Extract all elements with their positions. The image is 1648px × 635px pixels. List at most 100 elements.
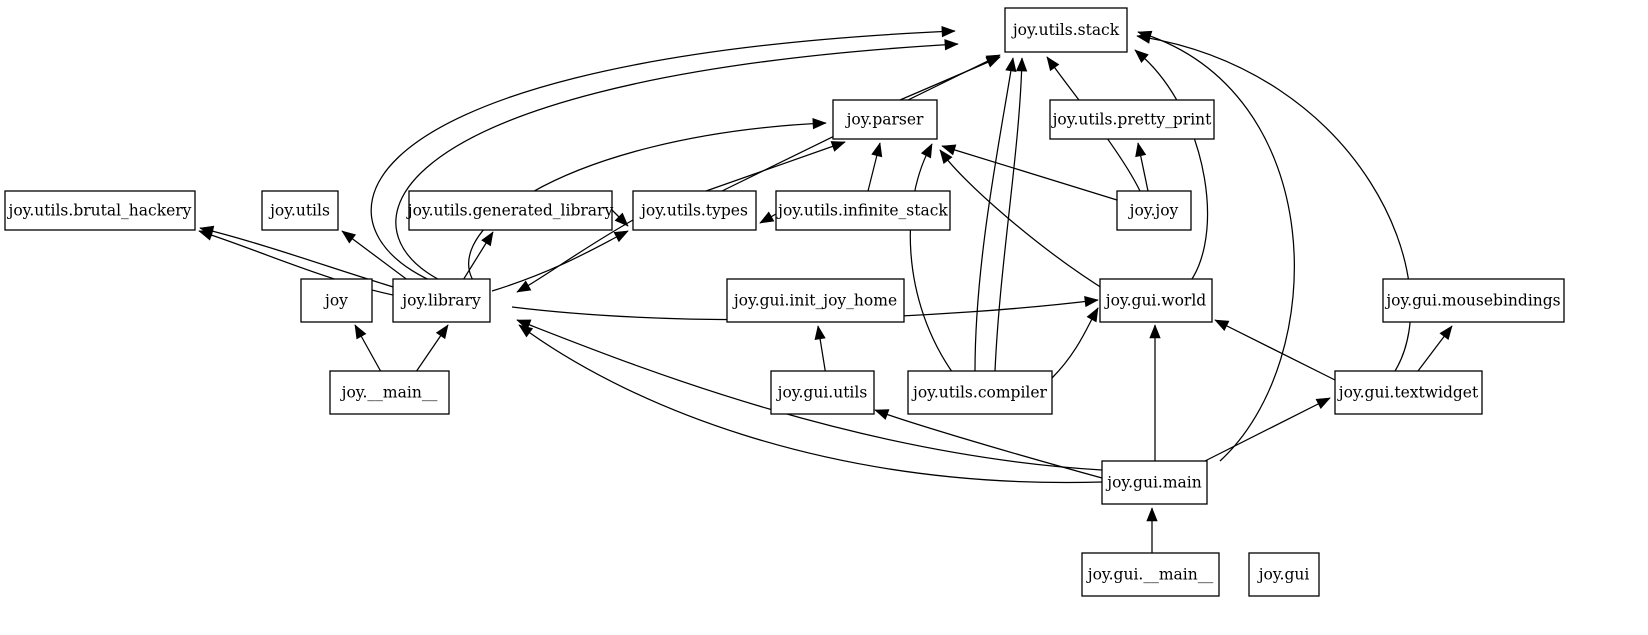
- node-gui_utils[interactable]: joy.gui.utils: [770, 370, 875, 415]
- arrowhead-library-to-utils_stack: [941, 25, 956, 38]
- arrowhead-library-to-parser: [812, 118, 827, 130]
- node-utils_types[interactable]: joy.utils.types: [632, 190, 757, 231]
- arrowhead-library-to-utils_types: [613, 230, 629, 243]
- node-box-gui_world[interactable]: [1099, 278, 1213, 323]
- node-box-joy_joy[interactable]: [1116, 190, 1192, 231]
- node-generated_library[interactable]: joy.utils.generated_library: [406, 190, 614, 231]
- arrowhead-gui_main-to-library: [518, 324, 534, 338]
- node-utils[interactable]: joy.utils: [261, 190, 339, 231]
- node-gui_init_joy_home[interactable]: joy.gui.init_joy_home: [726, 278, 905, 323]
- node-box-utils_compiler[interactable]: [907, 370, 1053, 415]
- node-label-utils_types: joy.utils.types: [639, 202, 748, 220]
- edge-library-to-utils_stack: [370, 30, 956, 294]
- arrowhead-utils_compiler-to-parser: [920, 143, 933, 159]
- arrowhead-utils_compiler-to-gui_world: [1086, 307, 1099, 323]
- edge-utils_compiler-to-parser: [909, 143, 956, 377]
- node-box-gui_main_dunder[interactable]: [1081, 552, 1220, 597]
- node-label-gui_main_dunder: joy.gui.__main__: [1086, 566, 1214, 584]
- node-gui_main[interactable]: joy.gui.main: [1101, 460, 1208, 505]
- node-box-gui_mousebindings[interactable]: [1382, 278, 1565, 323]
- arrowhead-utils_types-to-library: [516, 280, 532, 293]
- arrowhead-library-to-gui_world: [1084, 295, 1099, 308]
- arrowhead-library-to-utils: [341, 230, 357, 244]
- arrowhead-gui_main-to-utils_stack: [1137, 30, 1153, 42]
- arrowhead-gui_textwidget-to-gui_world: [1214, 319, 1230, 331]
- node-box-utils_pretty_print[interactable]: [1049, 99, 1215, 140]
- node-label-utils_brutal: joy.utils.brutal_hackery: [7, 202, 192, 220]
- node-box-parser[interactable]: [832, 99, 938, 140]
- node-label-gui_mousebindings: joy.gui.mousebindings: [1384, 292, 1560, 310]
- node-box-gui_utils[interactable]: [770, 370, 875, 415]
- arrowhead-utils_compiler-to-utils_stack: [1015, 57, 1028, 72]
- node-box-library[interactable]: [392, 278, 491, 323]
- node-label-infinite_stack: joy.utils.infinite_stack: [776, 202, 948, 220]
- node-label-utils_pretty_print: joy.utils.pretty_print: [1051, 111, 1213, 129]
- arrowhead-gui_textwidget-to-gui_mousebindings: [1439, 325, 1453, 341]
- node-main_dunder[interactable]: joy.__main__: [329, 370, 450, 415]
- nodes-layer: joy.utils.stack joy.parser joy.utils.prett…: [4, 7, 1565, 597]
- arrowhead-library-to-utils_brutal: [198, 229, 214, 241]
- node-box-gui_init_joy_home[interactable]: [726, 278, 905, 323]
- node-box-generated_library[interactable]: [408, 190, 613, 231]
- arrowhead-gui_main-to-gui_textwidget: [1315, 397, 1331, 410]
- node-label-joy_joy: joy.joy: [1128, 202, 1179, 220]
- arrowhead-gui_main_dunder-to-gui_main: [1146, 507, 1158, 522]
- edge-gui_main-to-gui_utils: [874, 409, 1103, 479]
- node-label-main_dunder: joy.__main__: [340, 384, 438, 402]
- arrowhead-main_dunder-to-library: [435, 324, 449, 340]
- edge-joy_joy-to-parser: [941, 145, 1118, 201]
- node-box-gui_main[interactable]: [1101, 460, 1208, 505]
- node-box-utils_stack[interactable]: [1004, 7, 1128, 53]
- edge-gui_world-to-utils_stack: [1134, 49, 1209, 294]
- node-label-joy: joy: [323, 292, 348, 310]
- node-utils_pretty_print[interactable]: joy.utils.pretty_print: [1049, 99, 1215, 140]
- node-library[interactable]: joy.library: [392, 278, 491, 323]
- node-gui_mousebindings[interactable]: joy.gui.mousebindings: [1382, 278, 1565, 323]
- edge-gui_main-to-gui_textwidget: [1204, 397, 1331, 462]
- node-utils_stack[interactable]: joy.utils.stack: [1004, 7, 1128, 53]
- arrowhead-library-to-utils_stack: [944, 39, 959, 51]
- node-label-library: joy.library: [400, 292, 481, 310]
- arrowhead-gui_main-to-gui_utils: [874, 409, 890, 420]
- arrowhead-main_dunder-to-joy: [354, 324, 367, 340]
- node-box-utils_types[interactable]: [632, 190, 757, 231]
- node-box-utils_brutal[interactable]: [4, 190, 196, 231]
- node-utils_compiler[interactable]: joy.utils.compiler: [907, 370, 1053, 415]
- arrowhead-parser-to-utils_stack: [985, 56, 1001, 68]
- node-joy[interactable]: joy: [300, 278, 373, 323]
- node-box-joy[interactable]: [300, 278, 373, 323]
- node-gui_textwidget[interactable]: joy.gui.textwidget: [1334, 370, 1483, 415]
- arrowhead-utils_compiler-to-utils_stack: [1005, 57, 1017, 73]
- edge-gui_textwidget-to-utils_stack: [1136, 35, 1412, 372]
- edges-layer: [198, 25, 1453, 553]
- node-box-gui_textwidget[interactable]: [1334, 370, 1483, 415]
- edge-library-to-utils_stack: [395, 43, 959, 294]
- node-parser[interactable]: joy.parser: [832, 99, 938, 140]
- arrowhead-joy_joy-to-utils_stack: [1046, 56, 1060, 72]
- node-label-gui: joy.gui: [1257, 566, 1310, 584]
- node-box-main_dunder[interactable]: [329, 370, 450, 415]
- node-gui_main_dunder[interactable]: joy.gui.__main__: [1081, 552, 1220, 597]
- node-label-utils: joy.utils: [268, 202, 330, 220]
- edge-utils_compiler-to-utils_stack: [994, 57, 1023, 372]
- node-box-utils[interactable]: [261, 190, 339, 231]
- node-box-gui[interactable]: [1248, 552, 1320, 597]
- node-utils_brutal[interactable]: joy.utils.brutal_hackery: [4, 190, 196, 231]
- node-joy_joy[interactable]: joy.joy: [1116, 190, 1192, 231]
- arrowhead-infinite_stack-to-parser: [871, 142, 883, 158]
- arrowhead-utils_types-to-parser: [830, 141, 846, 152]
- node-gui_world[interactable]: joy.gui.world: [1099, 278, 1213, 323]
- edge-gui_main-to-library: [518, 324, 1103, 484]
- node-label-gui_utils: joy.gui.utils: [776, 384, 868, 402]
- node-infinite_stack[interactable]: joy.utils.infinite_stack: [775, 190, 951, 231]
- node-box-infinite_stack[interactable]: [775, 190, 951, 231]
- node-label-gui_world: joy.gui.world: [1104, 292, 1207, 310]
- arrowhead-infinite_stack-to-utils_types: [759, 211, 775, 224]
- arrowhead-joy_joy-to-parser: [941, 144, 957, 156]
- arrowhead-gui_world-to-parser: [939, 149, 953, 165]
- node-gui[interactable]: joy.gui: [1248, 552, 1320, 597]
- edge-gui_textwidget-to-gui_world: [1214, 319, 1336, 381]
- arrowhead-joy_joy-to-utils_pretty_print: [1135, 142, 1147, 158]
